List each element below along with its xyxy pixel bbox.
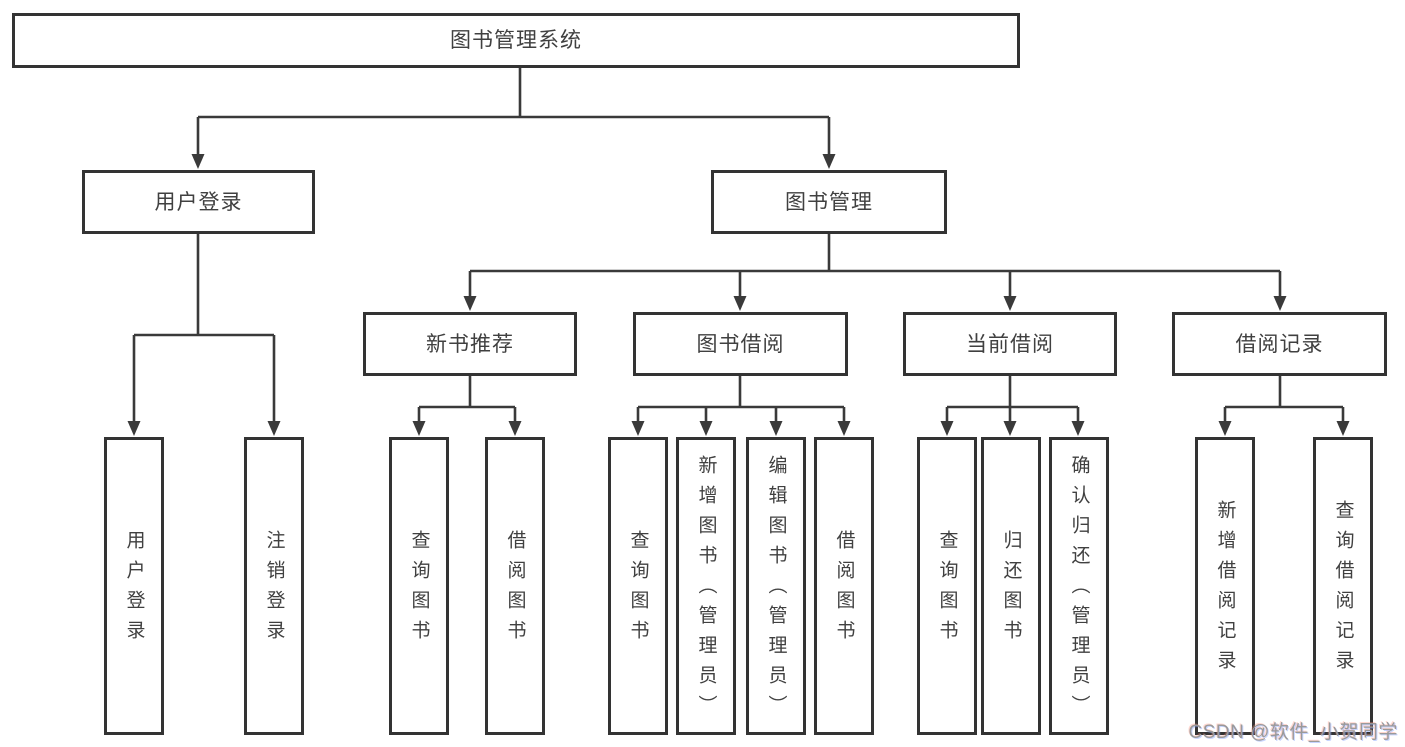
leaf-return-book: 归还图书 [981,437,1041,735]
leaf-add-borrow-record: 新增借阅记录 [1195,437,1255,735]
csdn-watermark: CSDN @软件_小贺同学 [1188,722,1398,743]
leaf-recommend-query-book: 查询图书 [389,437,449,735]
leaf-confirm-return-admin: 确认归还（管理员） [1049,437,1109,735]
node-book-management: 图书管理 [711,170,947,234]
arrowheads [127,154,1350,436]
tree-edges [132,68,1345,423]
leaf-edit-book-admin: 编辑图书（管理员） [746,437,806,735]
leaf-current-query-book: 查询图书 [917,437,977,735]
node-borrow-record: 借阅记录 [1172,312,1387,376]
leaf-borrow-book: 借阅图书 [814,437,874,735]
leaf-borrow-query-book: 查询图书 [608,437,668,735]
leaf-recommend-borrow-book: 借阅图书 [485,437,545,735]
node-new-book-recommend: 新书推荐 [363,312,577,376]
node-user-login: 用户登录 [82,170,315,234]
leaf-query-borrow-record: 查询借阅记录 [1313,437,1373,735]
node-book-borrow: 图书借阅 [633,312,848,376]
leaf-logout: 注销登录 [244,437,304,735]
leaf-add-book-admin: 新增图书（管理员） [676,437,736,735]
node-root: 图书管理系统 [12,13,1020,68]
node-current-borrow: 当前借阅 [903,312,1117,376]
leaf-user-login: 用户登录 [104,437,164,735]
